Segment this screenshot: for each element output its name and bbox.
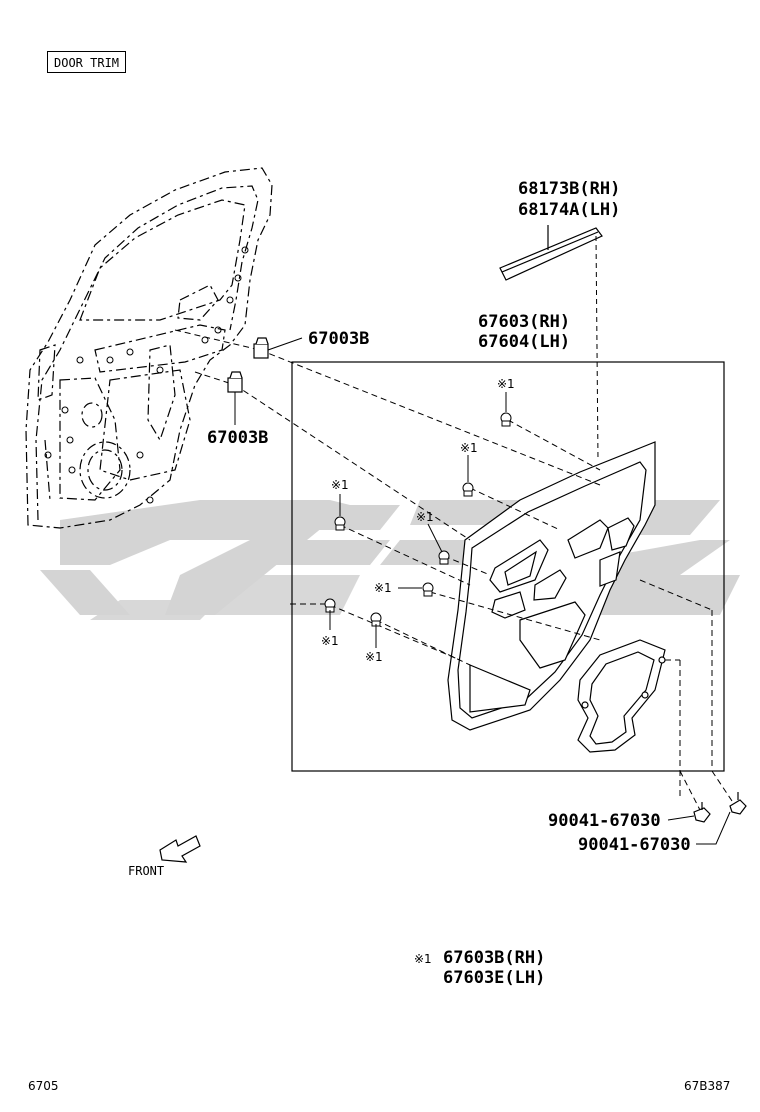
clip-67003b-upper (253, 337, 269, 359)
label-trim-lh: 67604(LH) (478, 332, 570, 352)
screw-2-leader (696, 811, 731, 845)
page-code: 6705 (28, 1079, 59, 1093)
trim-clip (334, 516, 346, 531)
diagram-title: DOOR TRIM (54, 56, 120, 70)
trim-clip (370, 612, 382, 627)
trim-clips (324, 412, 512, 627)
clip-upper-leader (267, 337, 303, 351)
clip-mark-7: ※1 (365, 650, 383, 664)
label-weatherstrip-lh: 68174A(LH) (518, 200, 620, 220)
label-weatherstrip-rh: 68173B(RH) (518, 179, 620, 199)
trim-clip (422, 582, 434, 597)
clip-mark-6: ※1 (321, 634, 339, 648)
clip-mark-5: ※1 (374, 581, 392, 595)
screw-1-leader (667, 815, 695, 821)
label-screw-1: 90041-67030 (548, 811, 661, 831)
service-hole-cover (577, 639, 666, 753)
label-clip-lower: 67003B (207, 428, 268, 448)
trim-clip (500, 412, 512, 427)
label-trim-rh: 67603(RH) (478, 312, 570, 332)
legend-rh: 67603B(RH) (443, 948, 545, 968)
legend-lh: 67603E(LH) (443, 968, 545, 988)
door-inner-panel-holes (44, 246, 249, 504)
weatherstrip-part (499, 225, 603, 281)
diagram-code: 67B387 (684, 1079, 730, 1093)
screw-part-2 (729, 792, 747, 815)
legend-mark: ※1 (414, 952, 432, 966)
clip-mark-4: ※1 (416, 510, 434, 524)
weatherstrip-guide (595, 235, 599, 461)
trim-clip (462, 482, 474, 497)
assembly-frame (291, 361, 725, 772)
label-clip-upper: 67003B (308, 329, 369, 349)
clip-mark-3: ※1 (331, 478, 349, 492)
clip-mark-1: ※1 (497, 377, 515, 391)
trim-clip (438, 550, 450, 565)
door-inner-panel (25, 167, 273, 529)
label-screw-2: 90041-67030 (578, 835, 691, 855)
screw-part-1 (693, 802, 711, 823)
diagram-title-box: DOOR TRIM (47, 51, 127, 73)
front-arrow-icon (159, 835, 201, 863)
clip-mark-2: ※1 (460, 441, 478, 455)
clip-67003b-lower (227, 371, 243, 393)
label-front: FRONT (128, 864, 164, 878)
clip-mark-leaders (329, 392, 507, 648)
